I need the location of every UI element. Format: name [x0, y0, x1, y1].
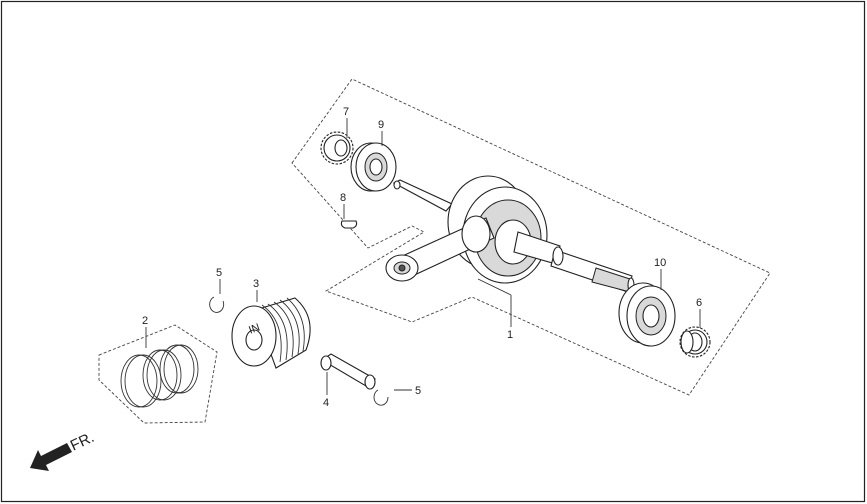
right-bearing-part	[618, 282, 676, 347]
piston-mark-text: IN	[247, 322, 261, 337]
callout-6: 6	[696, 297, 702, 309]
piston-pin-part	[320, 353, 376, 390]
callout-9: 9	[378, 119, 384, 131]
callout-5-right: 5	[415, 385, 421, 397]
piston-pin-clip-right-part	[373, 389, 389, 406]
callout-labels: 7 9 8 1 10 6 3 5 2 4 5	[142, 106, 702, 409]
callout-2: 2	[142, 315, 148, 327]
piston-part: IN	[231, 297, 311, 369]
callout-7: 7	[343, 106, 349, 118]
crank-gear-part	[320, 131, 354, 165]
timing-sprocket-part	[679, 326, 711, 358]
piston-pin-clip-left-part	[209, 296, 225, 313]
callout-1: 1	[507, 329, 513, 341]
callout-5-left: 5	[216, 267, 222, 279]
callout-10: 10	[654, 257, 666, 269]
callout-8: 8	[340, 192, 346, 204]
crankshaft-group-outline	[291, 78, 771, 396]
leader-lines	[145, 118, 701, 395]
callout-4: 4	[323, 397, 329, 409]
woodruff-key-part	[340, 220, 358, 229]
piston-ring-group-outline	[98, 324, 218, 424]
piston-rings-part	[120, 344, 199, 408]
callout-3: 3	[253, 278, 259, 290]
crankshaft-part	[385, 175, 635, 293]
front-arrow-icon	[30, 443, 72, 471]
left-bearing-part	[350, 142, 397, 192]
